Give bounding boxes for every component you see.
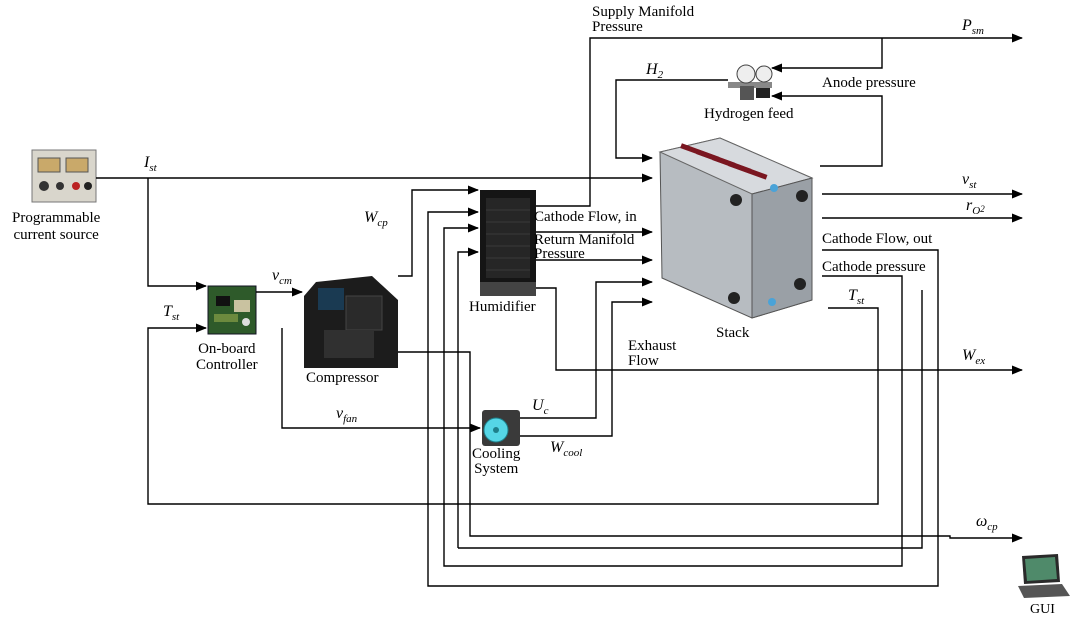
return-manifold-label: Return Manifold Pressure: [534, 233, 634, 261]
current-source-label: Programmable current source: [12, 210, 100, 244]
anode-pressure-label: Anode pressure: [822, 76, 916, 91]
tst-right-symbol: Tst: [848, 288, 864, 309]
ro2-symbol: rO2: [966, 198, 985, 219]
uc-symbol: Uc: [532, 398, 548, 419]
psm-to-h2: [772, 38, 882, 68]
controller-label: On-board Controller: [196, 341, 258, 373]
ist-symbol: Ist: [144, 155, 157, 176]
tst-left-symbol: Tst: [163, 304, 179, 325]
gui-laptop-image: [1018, 554, 1070, 598]
vfan-symbol: vfan: [336, 406, 357, 427]
supply-manifold-label: Supply Manifold Pressure: [592, 5, 694, 35]
controller-image: [208, 286, 256, 334]
cathode-in-label: Cathode Flow, in: [534, 210, 637, 225]
compressor-label: Compressor: [306, 371, 379, 386]
compressor-image: [304, 276, 398, 368]
wcool-symbol: Wcool: [550, 440, 582, 461]
wcp-symbol: Wcp: [364, 210, 388, 231]
humidifier-image: [480, 190, 536, 296]
ist-branch: [148, 178, 206, 286]
gui-label: GUI: [1030, 602, 1055, 617]
hydrogen-feed-label: Hydrogen feed: [704, 107, 794, 122]
cooling-system-label: Cooling System: [472, 447, 520, 477]
cooling-system-image: [482, 410, 520, 446]
stack-image: [660, 138, 812, 318]
stack-label: Stack: [716, 326, 749, 341]
wex-symbol: Wex: [962, 348, 985, 369]
cathode-pressure-label: Cathode pressure: [822, 260, 926, 275]
vcm-symbol: vcm: [272, 268, 292, 289]
vst-symbol: vst: [962, 172, 976, 193]
humidifier-label: Humidifier: [469, 300, 536, 315]
h2-symbol: H2: [646, 62, 663, 83]
psm-symbol: Psm: [962, 18, 984, 39]
current-source-image: [32, 150, 96, 202]
omega-cp-symbol: ωcp: [976, 514, 998, 535]
wcp-line: [398, 190, 478, 276]
hydrogen-feed-image: [728, 65, 772, 100]
cathode-out-label: Cathode Flow, out: [822, 232, 932, 247]
rmp-loop-bottom: [458, 290, 922, 548]
exhaust-flow-label: Exhaust Flow: [628, 339, 676, 369]
